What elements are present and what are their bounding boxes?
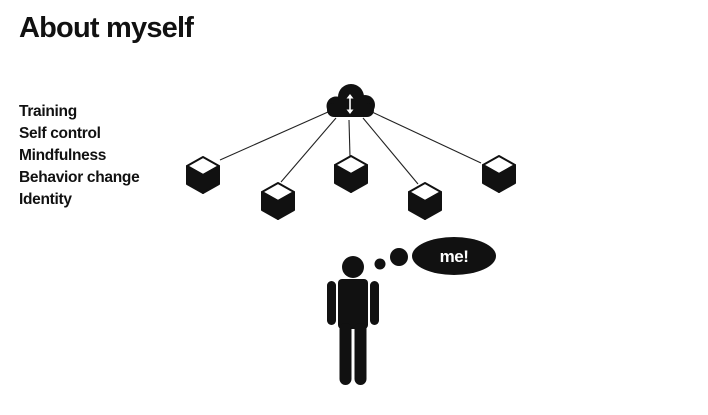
topic-item-mindfulness: Mindfulness	[19, 147, 107, 164]
connection-line	[280, 117, 337, 183]
connection-line	[362, 117, 419, 185]
cube-icon	[408, 182, 442, 220]
slide-title: About myself	[19, 12, 194, 44]
connection-line	[348, 119, 351, 158]
topic-item-identity: Identity	[19, 191, 72, 208]
person-icon	[327, 256, 379, 385]
topic-item-self-control: Self control	[19, 125, 101, 142]
connection-line	[371, 111, 482, 164]
thought-bubble-text: me!	[440, 247, 469, 266]
topic-item-behavior-change: Behavior change	[19, 169, 140, 186]
thought-bubble-icon: me!	[374, 237, 496, 275]
cloud-sync-icon	[326, 84, 375, 117]
cube-icon	[482, 155, 516, 193]
connection-lines	[219, 111, 482, 185]
cube-icon	[261, 182, 295, 220]
cube-icon	[186, 156, 220, 194]
cube-icon	[334, 155, 368, 193]
topic-item-training: Training	[19, 103, 77, 120]
topic-list: Training Self control Mindfulness Behavi…	[19, 101, 140, 211]
connection-line	[219, 111, 329, 161]
